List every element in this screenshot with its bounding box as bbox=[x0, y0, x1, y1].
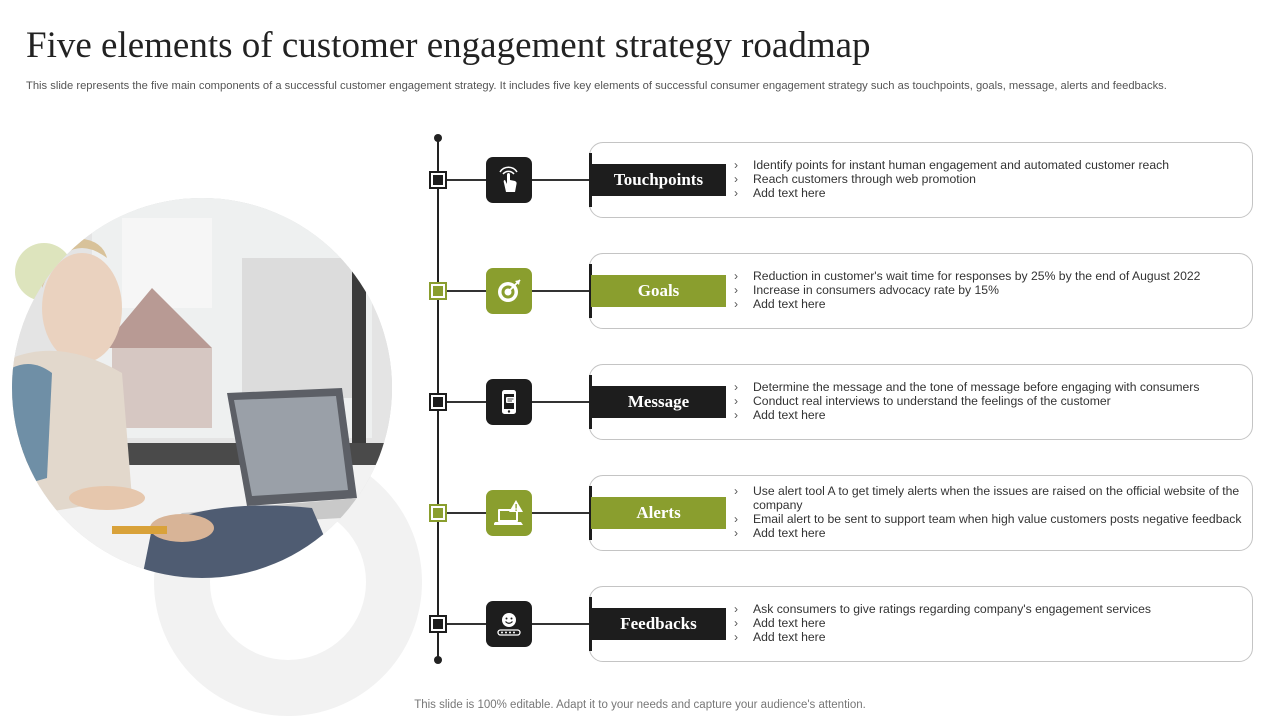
timeline-marker bbox=[429, 171, 447, 189]
bullet-item: Reach customers through web promotion bbox=[734, 172, 1244, 186]
element-label: Touchpoints bbox=[591, 164, 726, 196]
bullet-item: Use alert tool A to get timely alerts wh… bbox=[734, 484, 1244, 512]
business-meeting-photo bbox=[12, 198, 392, 578]
element-label: Message bbox=[591, 386, 726, 418]
element-label: Alerts bbox=[591, 497, 726, 529]
timeline-start-dot bbox=[434, 134, 442, 142]
timeline-marker bbox=[429, 282, 447, 300]
connector bbox=[447, 401, 487, 403]
element-touchpoints: Touchpoints Identify points for instant … bbox=[0, 140, 1280, 220]
connector bbox=[447, 623, 487, 625]
element-feedbacks: Feedbacks Ask consumers to give ratings … bbox=[0, 584, 1280, 664]
element-goals: Goals Reduction in customer's wait time … bbox=[0, 251, 1280, 331]
bullet-item: Conduct real interviews to understand th… bbox=[734, 394, 1244, 408]
connector bbox=[532, 290, 592, 292]
bullet-item: Reduction in customer's wait time for re… bbox=[734, 269, 1244, 283]
element-bullets: Identify points for instant human engage… bbox=[734, 158, 1244, 200]
bullet-item: Identify points for instant human engage… bbox=[734, 158, 1244, 172]
target-icon bbox=[486, 268, 532, 314]
bullet-item: Email alert to be sent to support team w… bbox=[734, 512, 1244, 526]
bullet-item: Add text here bbox=[734, 630, 1244, 644]
connector bbox=[532, 179, 592, 181]
connector bbox=[447, 512, 487, 514]
element-label: Goals bbox=[591, 275, 726, 307]
element-message: Message Determine the message and the to… bbox=[0, 362, 1280, 442]
connector bbox=[532, 401, 592, 403]
timeline-marker bbox=[429, 504, 447, 522]
slide-subtitle: This slide represents the five main comp… bbox=[26, 80, 1167, 92]
bullet-item: Add text here bbox=[734, 408, 1244, 422]
bullet-item: Determine the message and the tone of me… bbox=[734, 380, 1244, 394]
element-alerts: Alerts Use alert tool A to get timely al… bbox=[0, 473, 1280, 553]
bullet-item: Add text here bbox=[734, 526, 1244, 540]
bullet-item: Ask consumers to give ratings regarding … bbox=[734, 602, 1244, 616]
connector bbox=[532, 512, 592, 514]
element-label: Feedbacks bbox=[591, 608, 726, 640]
phone-message-icon bbox=[486, 379, 532, 425]
connector bbox=[447, 179, 487, 181]
element-bullets: Determine the message and the tone of me… bbox=[734, 380, 1244, 422]
slide-footer: This slide is 100% editable. Adapt it to… bbox=[414, 699, 866, 711]
timeline-marker bbox=[429, 615, 447, 633]
alert-laptop-icon bbox=[486, 490, 532, 536]
element-bullets: Reduction in customer's wait time for re… bbox=[734, 269, 1244, 311]
timeline-marker bbox=[429, 393, 447, 411]
bullet-item: Add text here bbox=[734, 297, 1244, 311]
element-bullets: Ask consumers to give ratings regarding … bbox=[734, 602, 1244, 644]
bullet-item: Add text here bbox=[734, 616, 1244, 630]
timeline-end-dot bbox=[434, 656, 442, 664]
connector bbox=[532, 623, 592, 625]
bullet-item: Add text here bbox=[734, 186, 1244, 200]
element-bullets: Use alert tool A to get timely alerts wh… bbox=[734, 484, 1244, 540]
bullet-item: Increase in consumers advocacy rate by 1… bbox=[734, 283, 1244, 297]
slide-title: Five elements of customer engagement str… bbox=[26, 25, 871, 66]
smiley-rating-icon bbox=[486, 601, 532, 647]
touch-hand-icon bbox=[486, 157, 532, 203]
connector bbox=[447, 290, 487, 292]
